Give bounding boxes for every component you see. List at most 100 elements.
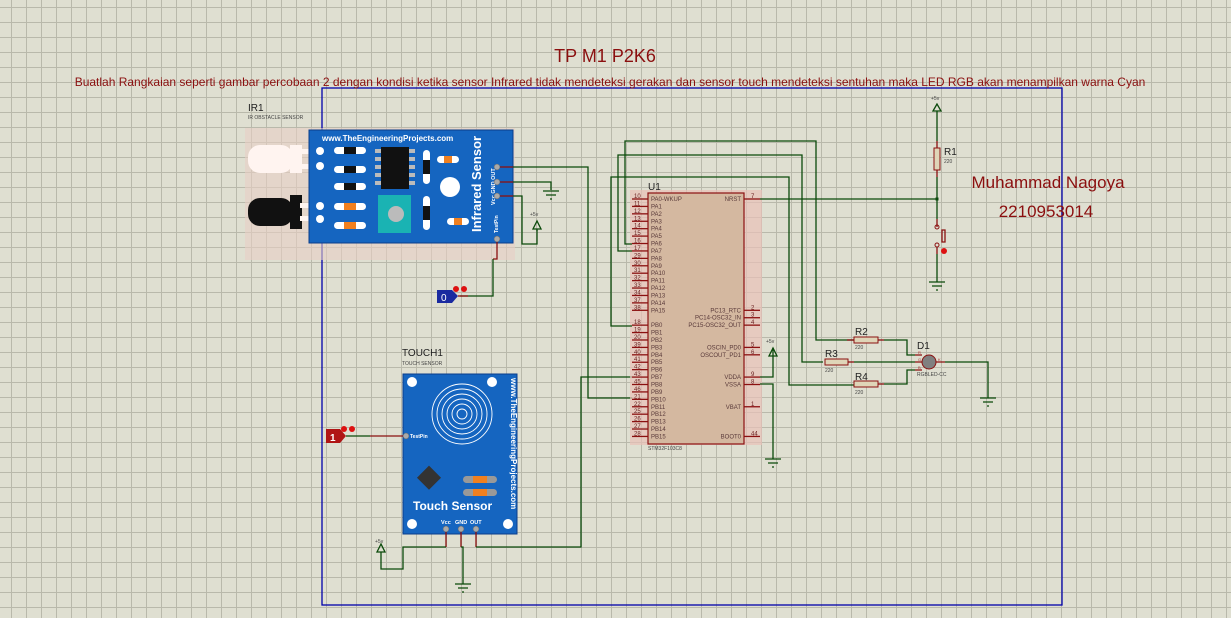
ir-pin-gnd[interactable] [493,178,501,186]
svg-text:PB15: PB15 [651,434,666,440]
mcu-body [647,192,745,445]
svg-text:PA14: PA14 [651,301,666,307]
logic-state-1[interactable]: 1 [326,426,355,444]
rgb-led[interactable]: D1 R G B K RGBLED-CC [915,341,996,407]
touch-pin-out[interactable] [472,525,480,533]
logic-toggle-icon [341,426,347,432]
r3-ref: R3 [825,349,838,360]
touch-pad-icon [431,383,493,445]
svg-text:19: 19 [634,328,641,334]
svg-text:PA8: PA8 [651,256,663,262]
svg-text:PA12: PA12 [651,286,666,292]
svg-text:28: 28 [634,431,641,437]
button-contact [934,242,940,248]
ir-sensor[interactable]: IR1 IR OBSTACLE SENSOR www.TheEngineerin… [245,103,515,260]
ir-pin-vcc[interactable] [493,192,501,200]
ir-pin-out[interactable] [493,163,501,171]
svg-text:10: 10 [634,194,641,200]
logic-state-0[interactable]: 0 [437,286,468,304]
rgb-led-icon [921,354,937,370]
ir-pin-testpin[interactable] [493,235,501,243]
ground-icon [543,190,559,200]
svg-text:PC15-OSC32_OUT: PC15-OSC32_OUT [688,323,741,329]
svg-text:PB6: PB6 [651,368,663,374]
svg-text:31: 31 [634,268,641,274]
svg-text:45: 45 [634,380,641,386]
reset-button-icon[interactable] [941,248,947,254]
svg-text:22: 22 [634,402,641,408]
ground-icon [929,281,945,291]
svg-text:PB8: PB8 [651,383,663,389]
mcu-ref: U1 [648,182,661,193]
svg-text:OSCOUT_PD1: OSCOUT_PD1 [700,353,741,359]
touch-pin-gnd[interactable] [457,525,465,533]
svg-text:B: B [918,365,921,370]
svg-text:27: 27 [634,424,641,430]
led-resistors[interactable]: R2 220 R3 220 R4 220 [824,327,915,396]
svg-text:PA2: PA2 [651,212,663,218]
resistor-r1[interactable] [933,147,941,171]
touch-pin-vcc[interactable] [442,525,450,533]
touch-board-resistors-icon [463,476,497,496]
svg-text:25: 25 [634,409,641,415]
power-5v-icon [931,102,943,112]
ground-icon [980,397,996,407]
svg-text:0: 0 [441,293,447,304]
touch-sensor[interactable]: TOUCH1 TOUCH SENSOR Touch Sensor www.The… [402,348,518,535]
ground-icon [455,583,471,593]
svg-text:PB4: PB4 [651,353,663,359]
touch-pin-testpin[interactable] [402,432,410,440]
mcu-wires [610,140,937,459]
svg-text:VDDA: VDDA [724,375,741,381]
svg-text:PC13_RTC: PC13_RTC [710,308,741,314]
r2-ref: R2 [855,327,868,338]
svg-text:13: 13 [634,216,641,222]
reset-circuit[interactable]: +5v R1 220 [929,96,957,291]
svg-text:PA0-WKUP: PA0-WKUP [651,197,682,203]
